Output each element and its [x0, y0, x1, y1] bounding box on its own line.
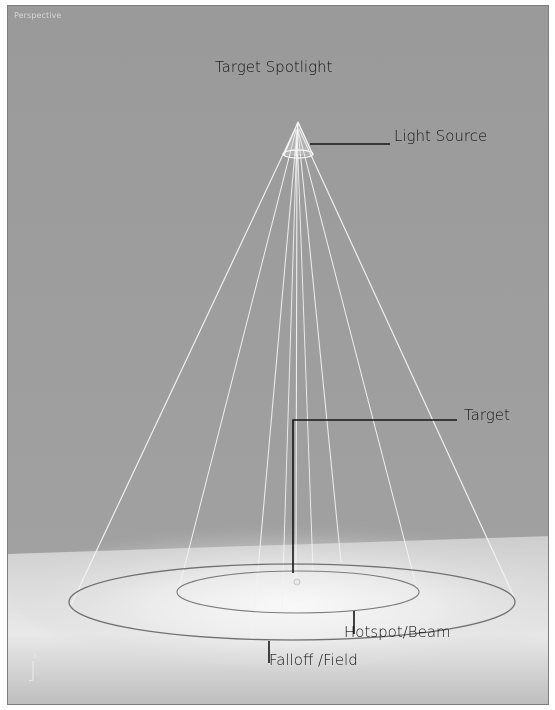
light-pool: [13, 528, 548, 668]
perspective-viewport[interactable]: Perspective z: [7, 5, 549, 705]
falloff-cone-left-edge: [69, 128, 296, 608]
z-axis-gizmo: [28, 661, 34, 682]
target-label: Target: [464, 406, 510, 424]
falloff-field-label: Falloff /Field: [269, 651, 358, 669]
light-source-icon: [282, 120, 314, 159]
viewport-name: Perspective: [14, 11, 62, 20]
target-direction-line: [295, 130, 298, 582]
target-callout: [292, 419, 457, 573]
hotspot-cone-right-edge: [297, 129, 418, 590]
falloff-cone-back-edge: [297, 129, 342, 563]
diagram-title: Target Spotlight: [215, 58, 333, 76]
hotspot-cone-back-edge: [296, 129, 314, 572]
hotspot-beam-circle: [176, 570, 420, 614]
hotspot-beam-label: Hotspot/Beam: [344, 623, 451, 641]
target-spotlight-diagram: [8, 6, 548, 704]
falloff-cone-front-edge: [251, 129, 298, 639]
light-source-label: Light Source: [394, 127, 488, 145]
spotlight-cone: [68, 128, 516, 641]
callout-lines: [268, 143, 457, 663]
falloff-cone-right-edge: [298, 128, 515, 598]
hotspot-cone-left-edge: [177, 129, 297, 593]
z-axis-label: z: [33, 652, 37, 660]
hotspot-cone-front-edge: [281, 129, 298, 611]
target-marker: [293, 578, 301, 586]
falloff-field-circle: [68, 563, 516, 641]
